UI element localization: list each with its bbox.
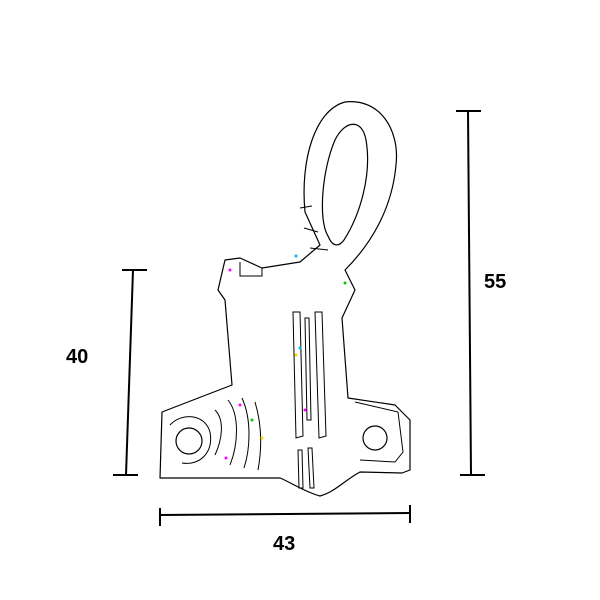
slot-left	[292, 311, 304, 439]
left-mounting-hole	[175, 427, 203, 455]
ring-opening	[321, 123, 369, 246]
left-web-detail	[214, 397, 262, 471]
top-notch-detail	[239, 262, 263, 277]
height-left-label: 40	[66, 346, 89, 368]
left-hole-boss	[169, 416, 212, 464]
ring-neck-detail	[299, 205, 329, 251]
height-right-label: 55	[484, 271, 507, 293]
right-hole-boss	[354, 401, 404, 463]
bracket-outline	[159, 101, 411, 497]
width-label: 43	[273, 533, 296, 555]
dimension-width	[159, 505, 411, 526]
slot-inner	[304, 317, 312, 421]
dimension-height-left	[113, 269, 147, 476]
slot-right	[314, 311, 327, 439]
slot-lower-left	[297, 449, 304, 489]
slot-lower-right	[307, 447, 315, 489]
edge-speckles	[224, 254, 347, 460]
right-mounting-hole	[362, 425, 388, 451]
dimension-height-right	[456, 110, 485, 476]
